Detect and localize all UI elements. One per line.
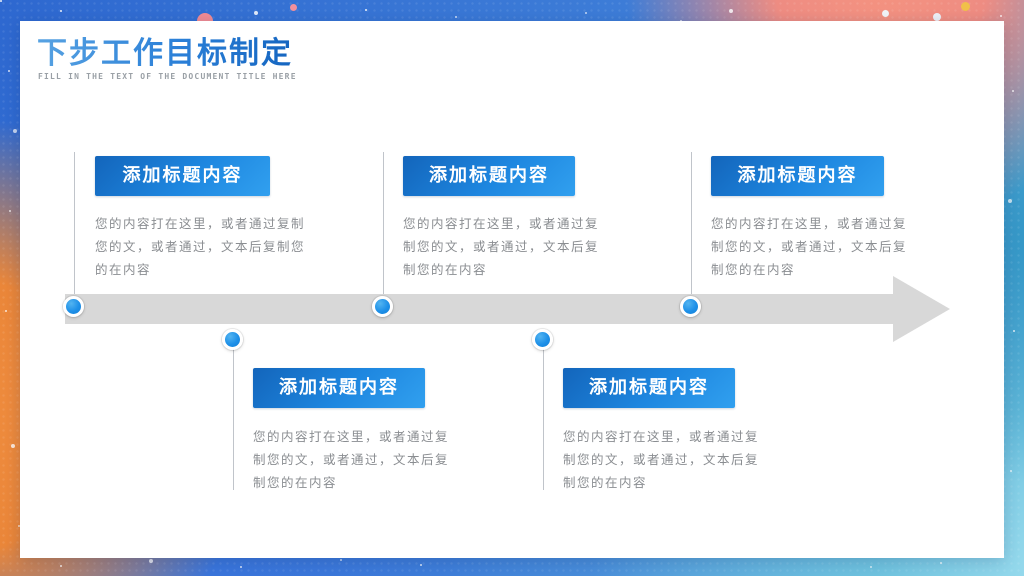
body-line: 制您的在内容	[253, 475, 338, 490]
timeline-bar	[65, 294, 893, 324]
body-line: 您的内容打在这里，或者通过复制	[95, 216, 306, 231]
body-line: 您的内容打在这里，或者通过复	[403, 216, 600, 231]
body-line: 制您的文，或者通过，文本后复	[403, 239, 600, 254]
yellow-dot-decoration	[961, 2, 970, 11]
item-body-text: 您的内容打在这里，或者通过复 制您的文，或者通过，文本后复 制您的在内容	[711, 212, 907, 281]
item-title-box: 添加标题内容	[711, 156, 884, 196]
white-dot-decoration	[933, 13, 941, 21]
item-title-box: 添加标题内容	[95, 156, 270, 196]
timeline-dot	[680, 296, 701, 317]
item-body-text: 您的内容打在这里，或者通过复 制您的文，或者通过，文本后复 制您的在内容	[253, 425, 449, 494]
timeline-arrowhead-icon	[893, 276, 950, 342]
slide-subtitle: FILL IN THE TEXT OF THE DOCUMENT TITLE H…	[38, 72, 297, 81]
content-card: 下步工作目标制定 FILL IN THE TEXT OF THE DOCUMEN…	[20, 21, 1004, 558]
body-line: 您的内容打在这里，或者通过复	[711, 216, 908, 231]
item-body-text: 您的内容打在这里，或者通过复 制您的文，或者通过，文本后复 制您的在内容	[403, 212, 599, 281]
body-line: 您的内容打在这里，或者通过复	[563, 429, 760, 444]
body-line: 您的内容打在这里，或者通过复	[253, 429, 450, 444]
body-line: 您的文，或者通过，文本后复制您	[95, 239, 306, 254]
body-line: 的在内容	[95, 262, 152, 277]
item-body-text: 您的内容打在这里，或者通过复 制您的文，或者通过，文本后复 制您的在内容	[563, 425, 759, 494]
body-line: 制您的文，或者通过，文本后复	[253, 452, 450, 467]
timeline-dot	[372, 296, 393, 317]
item-body-text: 您的内容打在这里，或者通过复制 您的文，或者通过，文本后复制您 的在内容	[95, 212, 305, 281]
white-dot-decoration	[882, 10, 889, 17]
body-line: 制您的在内容	[711, 262, 796, 277]
body-line: 制您的在内容	[403, 262, 488, 277]
connector-line	[691, 152, 692, 307]
body-line: 制您的文，或者通过，文本后复	[711, 239, 908, 254]
slide-title: 下步工作目标制定	[37, 28, 293, 72]
item-title-box: 添加标题内容	[253, 368, 425, 408]
connector-line	[383, 152, 384, 307]
timeline-dot	[63, 296, 84, 317]
item-title-box: 添加标题内容	[563, 368, 735, 408]
body-line: 制您的文，或者通过，文本后复	[563, 452, 760, 467]
star-dots-decoration	[0, 0, 2, 2]
timeline-dot	[222, 329, 243, 350]
connector-line	[74, 152, 75, 307]
connector-line	[543, 340, 544, 490]
body-line: 制您的在内容	[563, 475, 648, 490]
pink-dot-decoration	[290, 4, 297, 11]
connector-line	[233, 340, 234, 490]
timeline-dot	[532, 329, 553, 350]
item-title-box: 添加标题内容	[403, 156, 575, 196]
